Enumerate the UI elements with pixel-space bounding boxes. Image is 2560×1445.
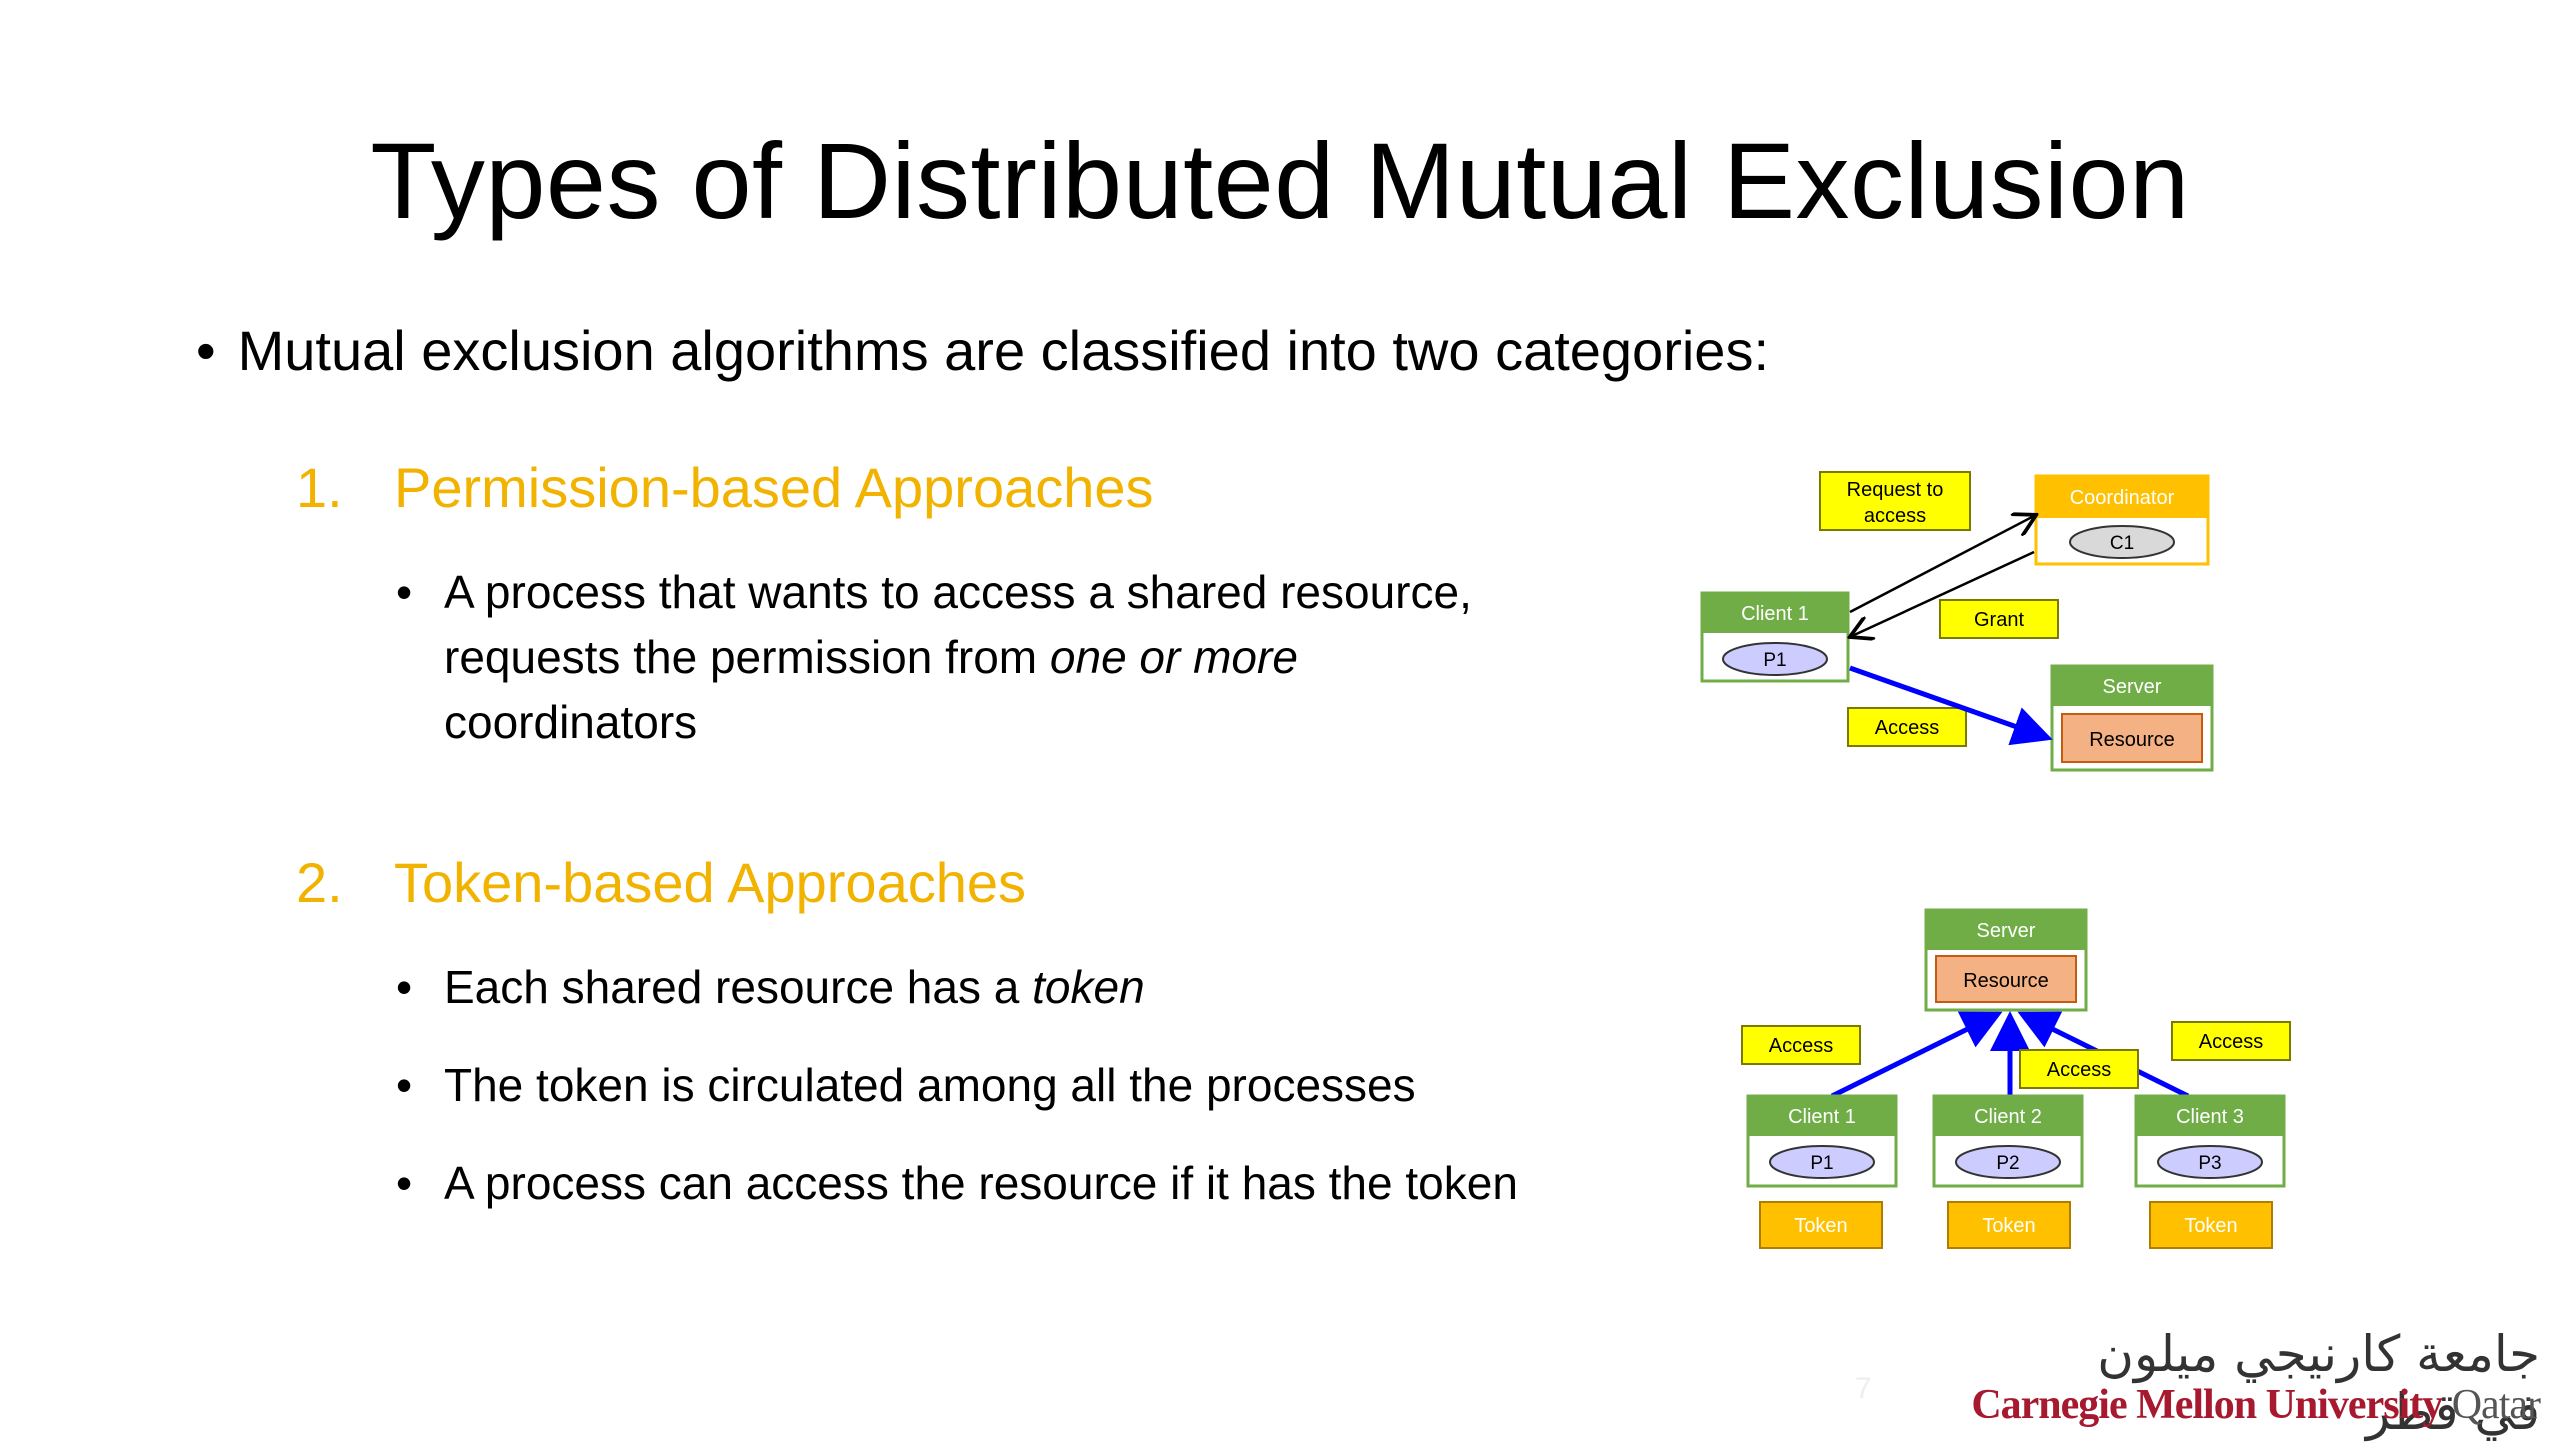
request-arrow — [1849, 516, 2034, 614]
bullet-dot: • — [196, 319, 216, 382]
logo-english-text: Carnegie Mellon University Qatar — [1971, 1381, 2541, 1429]
client2-node-label: P2 — [1996, 1153, 2019, 1174]
bullet-dot: • — [396, 961, 413, 1013]
access-label: Access — [1847, 707, 1967, 747]
section1-heading-text: Permission-based Approaches — [394, 456, 1154, 519]
section1-heading: 1. Permission-based Approaches — [296, 455, 1154, 520]
section2-bullet1-emphasis: token — [1032, 961, 1145, 1013]
access-label-2: Access — [2019, 1049, 2139, 1089]
section2-bullet-2: • The token is circulated among all the … — [396, 1053, 1416, 1118]
section1-bullet-line3: coordinators — [444, 696, 698, 748]
coordinator-node — [2069, 525, 2175, 559]
client2-node — [1955, 1145, 2061, 1179]
client3-box: Client 3 P3 — [2134, 1094, 2286, 1188]
coordinator-box: Coordinator C1 — [2034, 474, 2210, 566]
logo-arabic-text: جامعة كارنيجي ميلون في قطر — [2097, 1325, 2540, 1441]
client1-node-label: P1 — [1810, 1153, 1833, 1174]
client3-node-label: P3 — [2198, 1153, 2221, 1174]
section1-bullet-line1: A process that wants to access a shared … — [444, 566, 1472, 618]
slide-title: Types of Distributed Mutual Exclusion — [370, 120, 2190, 241]
resource-label: Resource — [2089, 729, 2175, 751]
section2-bullet-1: • Each shared resource has a token — [396, 955, 1145, 1020]
resource-box — [2061, 713, 2203, 763]
section1-bullet-text: requests the permission from — [444, 631, 1050, 683]
client1-node — [1722, 642, 1828, 676]
grant-label-text: Grant — [1974, 609, 2024, 631]
token-2-label: Token — [1982, 1215, 2035, 1237]
main-bullet-text: Mutual exclusion algorithms are classifi… — [237, 319, 1769, 382]
client2-box: Client 2 P2 — [1932, 1094, 2084, 1188]
bullet-dot: • — [396, 566, 413, 618]
token-1: Token — [1759, 1201, 1883, 1249]
server-box: Server Resource — [1924, 908, 2088, 1012]
resource-box — [1935, 955, 2077, 1003]
section1-bullet-emphasis: one or more — [1049, 631, 1298, 683]
client2-title: Client 2 — [1974, 1106, 2042, 1128]
section2-bullet-3: • A process can access the resource if i… — [396, 1151, 1518, 1216]
university-logo: جامعة كارنيجي ميلون في قطر Carnegie Mell… — [1971, 1325, 2541, 1445]
main-bullet: • Mutual exclusion algorithms are classif… — [196, 318, 1769, 383]
access-label-3-text: Access — [2199, 1031, 2263, 1053]
request-label-line1: Request to — [1847, 479, 1944, 501]
section1-number: 1. — [296, 456, 343, 519]
section2-heading: 2. Token-based Approaches — [296, 850, 1026, 915]
token-3: Token — [2149, 1201, 2273, 1249]
section2-bullet2-text: The token is circulated among all the pr… — [444, 1059, 1416, 1111]
bullet-dot: • — [396, 1157, 413, 1209]
access-label-3: Access — [2171, 1021, 2291, 1061]
coordinator-title: Coordinator — [2070, 487, 2175, 509]
server-title: Server — [2103, 676, 2162, 698]
token-2: Token — [1947, 1201, 2071, 1249]
server-box: Server Resource — [2050, 664, 2214, 772]
request-label: Request to access — [1819, 471, 1971, 531]
token-3-label: Token — [2184, 1215, 2237, 1237]
section2-bullet1-text: Each shared resource has a — [444, 961, 1033, 1013]
client1-node — [1769, 1145, 1875, 1179]
logo-qatar: Qatar — [2442, 1382, 2541, 1428]
section2-heading-text: Token-based Approaches — [394, 851, 1026, 914]
section1-bullet: • A process that wants to access a share… — [396, 560, 1472, 755]
client1-title: Client 1 — [1741, 603, 1809, 625]
server-title: Server — [1977, 920, 2036, 942]
permission-diagram: Request to access Coordinator C1 Client … — [1700, 471, 2214, 772]
request-label-line2: access — [1864, 505, 1926, 527]
bullet-dot: • — [396, 1059, 413, 1111]
access-label-1-text: Access — [1769, 1035, 1833, 1057]
client3-title: Client 3 — [2176, 1106, 2244, 1128]
client1-box: Client 1 P1 — [1700, 591, 1850, 683]
client3-node — [2157, 1145, 2263, 1179]
access-arrow — [1849, 665, 2053, 746]
grant-label: Grant — [1939, 599, 2059, 639]
token-1-label: Token — [1794, 1215, 1847, 1237]
resource-label: Resource — [1963, 970, 2049, 992]
client1-title: Client 1 — [1788, 1106, 1856, 1128]
client1-node-label: P1 — [1763, 650, 1786, 671]
section1-bullet-line2: requests the permission from one or more — [444, 625, 1472, 690]
section2-bullet3-text: A process can access the resource if it … — [444, 1157, 1518, 1209]
client1-box: Client 1 P1 — [1746, 1094, 1898, 1188]
access-label-text: Access — [1875, 717, 1939, 739]
page-number: 7 — [1855, 1372, 1872, 1405]
coordinator-node-label: C1 — [2110, 533, 2134, 554]
section2-number: 2. — [296, 851, 343, 914]
grant-arrow — [1852, 550, 2035, 636]
access-arrow-1 — [1830, 1011, 2003, 1099]
token-diagram: Server Resource Access Access Access Cli… — [1741, 908, 2291, 1249]
logo-university-name: Carnegie Mellon University — [1971, 1382, 2443, 1428]
access-label-1: Access — [1741, 1025, 1861, 1065]
access-label-2-text: Access — [2047, 1059, 2111, 1081]
